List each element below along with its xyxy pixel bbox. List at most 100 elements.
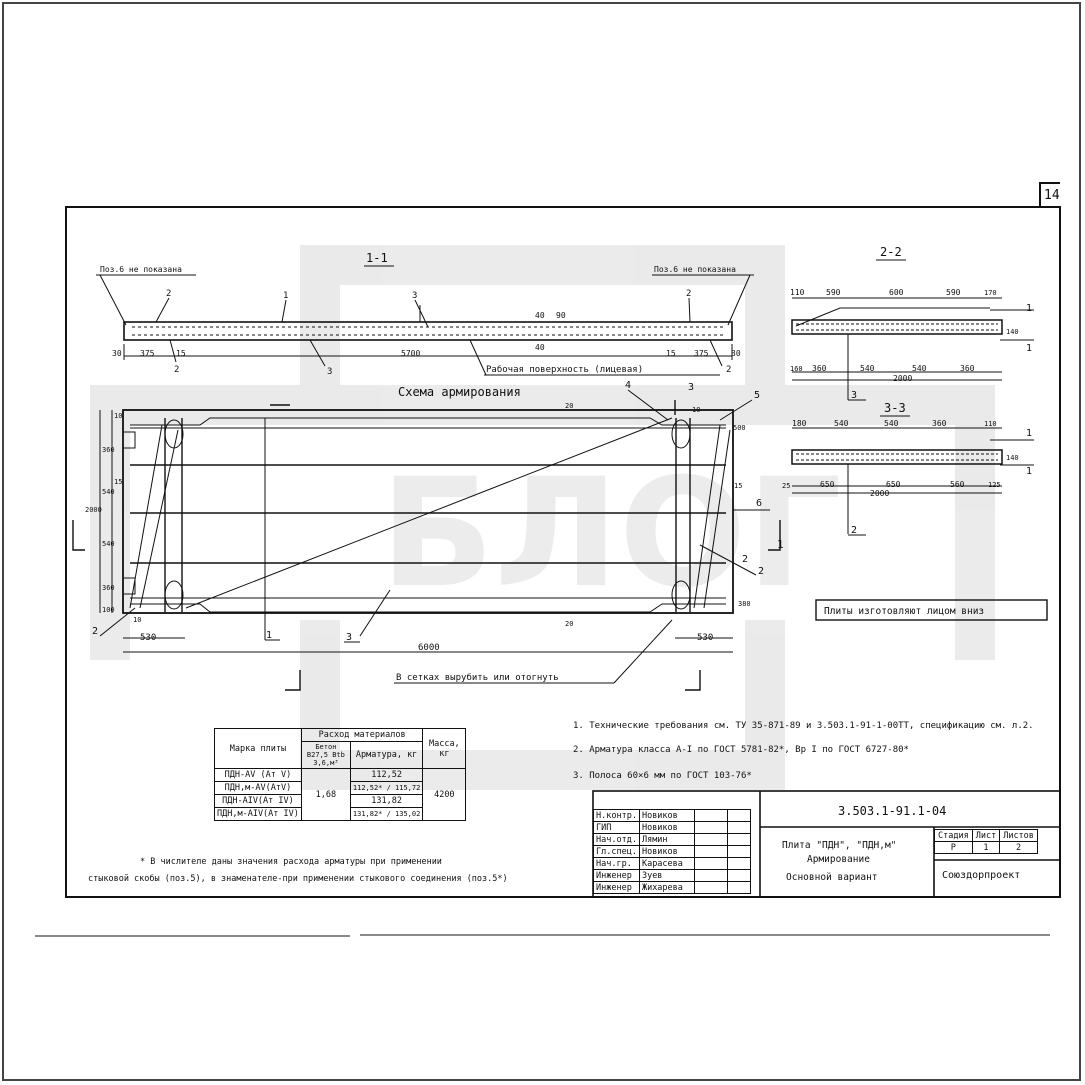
cut-note: В сетках вырубить или отогнуть: [396, 672, 559, 683]
section-3-3: 3-3 180 540 540 360 110 25 650 650 560 1…: [782, 401, 1034, 536]
document-code: 3.503.1-91.1-04: [838, 804, 946, 818]
table-row-mark: ПДН-АV (Ат V): [214, 768, 302, 782]
drawing-label: 2: [686, 289, 691, 299]
drawing-label: 110: [790, 288, 805, 297]
drawing-label: 20: [565, 402, 573, 410]
drawing-label: 15: [114, 478, 122, 486]
signature-cell: [693, 857, 728, 870]
drawing-label: 15: [176, 349, 186, 358]
drawing-label: 380: [738, 600, 751, 608]
table-row-rebar: 131,82: [349, 794, 424, 808]
sheet-border: [65, 182, 1061, 898]
drawing-label: 2: [758, 566, 764, 577]
drawing-label: 1: [1026, 343, 1032, 354]
slab-section: [123, 321, 733, 341]
drawing-label: 100: [102, 606, 115, 614]
table-row-rebar: 131,82* / 135,02: [349, 807, 424, 821]
title-line-1: Плита "ПДН", "ПДН,м": [782, 840, 896, 851]
drawing-label: 1: [777, 538, 784, 551]
drawing-label: 2000: [870, 489, 889, 498]
drawing-label: 25: [782, 482, 790, 490]
reinforcement-plan: Схема армирования 10 360 15: [72, 380, 1048, 691]
drawing-label: 650: [886, 480, 901, 489]
drawing-label: 590: [826, 288, 841, 297]
drawing-label: 10: [692, 406, 700, 414]
drawing-label: 650: [820, 480, 835, 489]
drawing-label: 360: [102, 446, 115, 454]
drawing-label: 10: [114, 412, 122, 420]
drawing-label: 360: [960, 364, 975, 373]
stage-table: Стадия Лист Листов Р 1 2: [934, 829, 1038, 854]
signer-role: Нач.гр.: [593, 857, 640, 870]
drawing-label: 40: [535, 311, 545, 320]
drawing-label: 3: [327, 367, 332, 377]
drawing-label: 600: [889, 288, 904, 297]
stage-label: Стадия: [934, 829, 973, 842]
date-cell: [726, 845, 751, 858]
drawing-label: 360: [932, 419, 947, 428]
drawing-label: 5: [754, 390, 760, 401]
drawing-label: 1: [283, 291, 288, 301]
drawing-label: 1: [1026, 428, 1032, 439]
drawing-label: 110: [984, 420, 997, 428]
sheet-value: 1: [971, 841, 1001, 854]
signer-role: Инженер: [593, 869, 640, 882]
drawing-label: 20: [565, 620, 573, 628]
signer-name: Зуев: [638, 869, 695, 882]
drawing-label: 90: [556, 311, 566, 320]
footnote-line-2: стыковой скобы (поз.5), в знаменателе-пр…: [88, 873, 508, 884]
drawing-label: 1: [1026, 303, 1032, 314]
note-3: 3. Полоса 60×6 мм по ГОСТ 103-76*: [573, 771, 752, 781]
drawing-label: 4: [625, 380, 631, 391]
table-row-mark: ПДН,м-АV(АтV): [214, 781, 302, 795]
work-surface-label: Рабочая поверхность (лицевая): [486, 364, 643, 375]
sheet-number: 14: [1044, 188, 1060, 203]
drawing-label: 540: [860, 364, 875, 373]
general-notes: 1. Технические требования см. ТУ 35-871-…: [573, 720, 1034, 781]
drawing-label: 6: [756, 498, 762, 509]
drawing-label: 590: [946, 288, 961, 297]
drawing-label: 540: [884, 419, 899, 428]
table-row-rebar: 112,52: [349, 768, 424, 782]
signer-role: Гл.спец.: [593, 845, 640, 858]
drawing-label: 3: [346, 632, 352, 643]
drawing-label: 180: [792, 419, 807, 428]
drawing-label: 2: [174, 365, 179, 375]
date-cell: [726, 869, 751, 882]
concrete-value: 1,68: [300, 768, 351, 821]
signature-cell: [693, 809, 728, 822]
col-mark-header: Марка плиты: [214, 728, 302, 769]
footnote-line-1: * В числителе даны значения расхода арма…: [140, 857, 442, 867]
signature-cell: [693, 845, 728, 858]
drawing-label: 2-2: [880, 245, 902, 259]
drawing-label: 140: [1006, 454, 1019, 462]
date-cell: [726, 809, 751, 822]
date-cell: [726, 881, 751, 894]
date-cell: [726, 833, 751, 846]
col-rebar-header: Арматура, кг: [349, 741, 424, 769]
title-line-2: Армирование: [807, 854, 870, 865]
drawing-label: 2: [166, 289, 171, 299]
drawing-label: 125: [988, 481, 1001, 489]
drawing-label: 540: [834, 419, 849, 428]
drawing-label: 2: [851, 525, 857, 536]
drawing-label: 3: [688, 382, 694, 393]
table-row-mark: ПДН-АIV(Ат IV): [214, 794, 302, 808]
drawing-label: 540: [102, 540, 115, 548]
signer-role: Нач.отд.: [593, 833, 640, 846]
plan-title: Схема армирования: [398, 385, 521, 399]
signer-name: Новиков: [638, 845, 695, 858]
drawing-label: 1: [266, 630, 272, 641]
section-1-1: 1-1 Поз.6 не показана Поз.6 не показана …: [96, 251, 754, 377]
signer-role: Н.контр.: [593, 809, 640, 822]
signature-cell: [693, 833, 728, 846]
drawing-label: 15: [666, 349, 676, 358]
signature-cell: [693, 869, 728, 882]
date-cell: [726, 821, 751, 834]
drawing-label: 500: [733, 424, 746, 432]
bottom-rule: [35, 934, 1050, 937]
drawing-label: 530: [140, 633, 156, 643]
stage-value: Р: [934, 841, 973, 854]
